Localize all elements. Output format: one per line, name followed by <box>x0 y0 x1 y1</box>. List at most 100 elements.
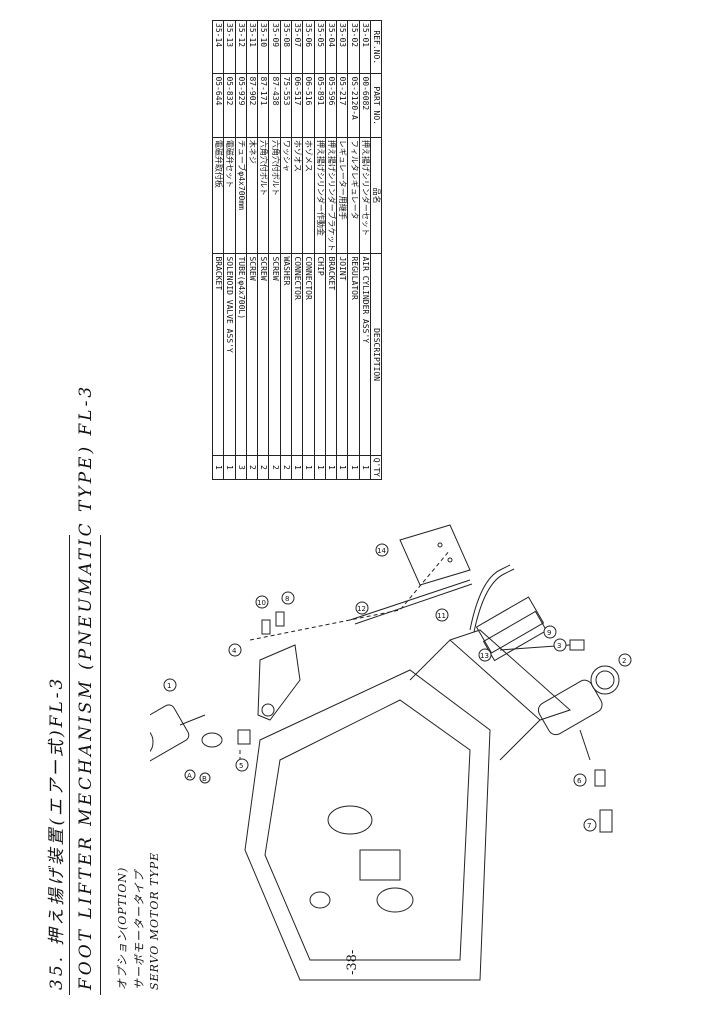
row-qty: 1 <box>325 455 337 480</box>
row-description: CHIP <box>314 253 326 456</box>
callout-10: 10 <box>255 595 269 609</box>
svg-text:12: 12 <box>357 605 366 613</box>
row-description: REGULATOR <box>347 253 360 456</box>
row-qty: 1 <box>223 455 236 480</box>
row-qty: 2 <box>246 455 258 480</box>
row-description: SCREW <box>268 253 281 456</box>
row-name-jp: 押え揚げシリンダーセット <box>359 137 371 254</box>
row-name-jp: 電磁弁セット <box>223 137 236 254</box>
row-part-no: 87-171 <box>257 73 269 138</box>
table-header-row: REF.NO. PART NO. 品名 DESCRIPTION Q'TY <box>370 20 382 480</box>
row-part-no: 05-596 <box>325 73 337 138</box>
row-ref-no: 35-14 <box>212 20 224 74</box>
row-qty: 1 <box>302 455 315 480</box>
callout-3: 3 <box>553 638 567 652</box>
row-part-no: 06-516 <box>302 73 315 138</box>
row-qty: 2 <box>280 455 292 480</box>
row-ref-no: 35-07 <box>291 20 303 74</box>
row-description: JOINT <box>336 253 348 456</box>
svg-text:4: 4 <box>232 647 237 655</box>
row-description: BRACKET <box>325 253 337 456</box>
row-ref-no: 35-06 <box>302 20 315 74</box>
parts-table: REF.NO. PART NO. 品名 DESCRIPTION Q'TY 35-… <box>212 20 382 480</box>
svg-text:14: 14 <box>377 547 386 555</box>
row-part-no: 05-217 <box>336 73 348 138</box>
row-qty: 3 <box>235 455 247 480</box>
row-part-no: 05-891 <box>314 73 326 138</box>
row-name-jp: レギュレーター用継手 <box>336 137 348 254</box>
svg-text:6: 6 <box>577 777 582 785</box>
row-name-jp: 押え揚げシリンダーブラケット <box>325 137 337 254</box>
svg-text:7: 7 <box>587 822 591 830</box>
callouts: 1 2 3 4 5 6 7 8 9 10 11 12 13 14 A B <box>163 543 632 832</box>
row-part-no: 87-902 <box>246 73 258 138</box>
servo-motor-label-jp: サーボモータータイプ <box>133 870 146 990</box>
row-description: TUBE(φ4x700L) <box>235 253 247 456</box>
row-part-no: 87-438 <box>268 73 281 138</box>
row-part-no: 00-6082 <box>359 73 371 138</box>
row-ref-no: 35-09 <box>268 20 281 74</box>
svg-text:A: A <box>187 772 192 780</box>
row-part-no: 05-929 <box>235 73 247 138</box>
svg-text:B: B <box>202 775 207 783</box>
row-ref-no: 35-04 <box>325 20 337 74</box>
svg-text:8: 8 <box>285 595 289 603</box>
air-cylinder <box>150 704 223 766</box>
row-name-jp: 押え揚げシリンダー作動金 <box>314 137 326 254</box>
callout-2: 2 <box>618 653 632 667</box>
row-part-no: 05-644 <box>212 73 224 138</box>
machine-head-body <box>244 669 491 981</box>
svg-text:5: 5 <box>239 762 243 770</box>
row-ref-no: 35-01 <box>359 20 371 74</box>
row-part-no: 75-553 <box>280 73 292 138</box>
callout-6: 6 <box>573 773 587 787</box>
header-name-jp: 品名 <box>370 137 382 254</box>
row-qty: 2 <box>257 455 269 480</box>
header-part-no: PART NO. <box>370 73 382 138</box>
callout-letter-b: B <box>199 772 211 784</box>
callout-7: 7 <box>583 818 597 832</box>
row-part-no: 0S-2120-A <box>347 73 360 138</box>
row-qty: 1 <box>314 455 326 480</box>
row-name-jp: フィルタレギュレータ <box>347 137 360 254</box>
row-name-jp: 六角穴付ボルト <box>257 137 269 254</box>
valve-bracket <box>399 524 471 586</box>
row-ref-no: 35-03 <box>336 20 348 74</box>
row-qty: 2 <box>268 455 281 480</box>
row-description: SCREW <box>257 253 269 456</box>
row-name-jp: 木ネジ <box>246 137 258 254</box>
row-description: CONNECTOR <box>291 253 303 456</box>
page-number: -38- <box>345 949 360 975</box>
row-qty: 1 <box>347 455 360 480</box>
section-title-english: FOOT LIFTER MECHANISM (PNEUMATIC TYPE) F… <box>76 383 96 990</box>
row-ref-no: 35-13 <box>223 20 236 74</box>
row-qty: 1 <box>291 455 303 480</box>
row-description: BRACKET <box>212 253 224 456</box>
row-name-jp: 六角穴付ボルト <box>268 137 281 254</box>
callout-11: 11 <box>435 608 449 622</box>
row-ref-no: 35-02 <box>347 20 360 74</box>
row-qty: 1 <box>212 455 224 480</box>
callout-14: 14 <box>375 543 389 557</box>
header-ref-no: REF.NO. <box>370 20 382 74</box>
title-underline <box>69 535 70 995</box>
row-name-jp: ホゾメス <box>302 137 315 254</box>
row-part-no: 05-832 <box>223 73 236 138</box>
row-ref-no: 35-05 <box>314 20 326 74</box>
svg-text:10: 10 <box>257 599 266 607</box>
header-description: DESCRIPTION <box>370 253 382 456</box>
row-name-jp: チューブφ4x700mm <box>235 137 247 254</box>
option-label: オプション(OPTION) <box>116 866 129 990</box>
row-ref-no: 35-10 <box>257 20 269 74</box>
section-title-japanese: 35. 押え揚げ装置(エアー式)FL-3 <box>47 675 67 990</box>
